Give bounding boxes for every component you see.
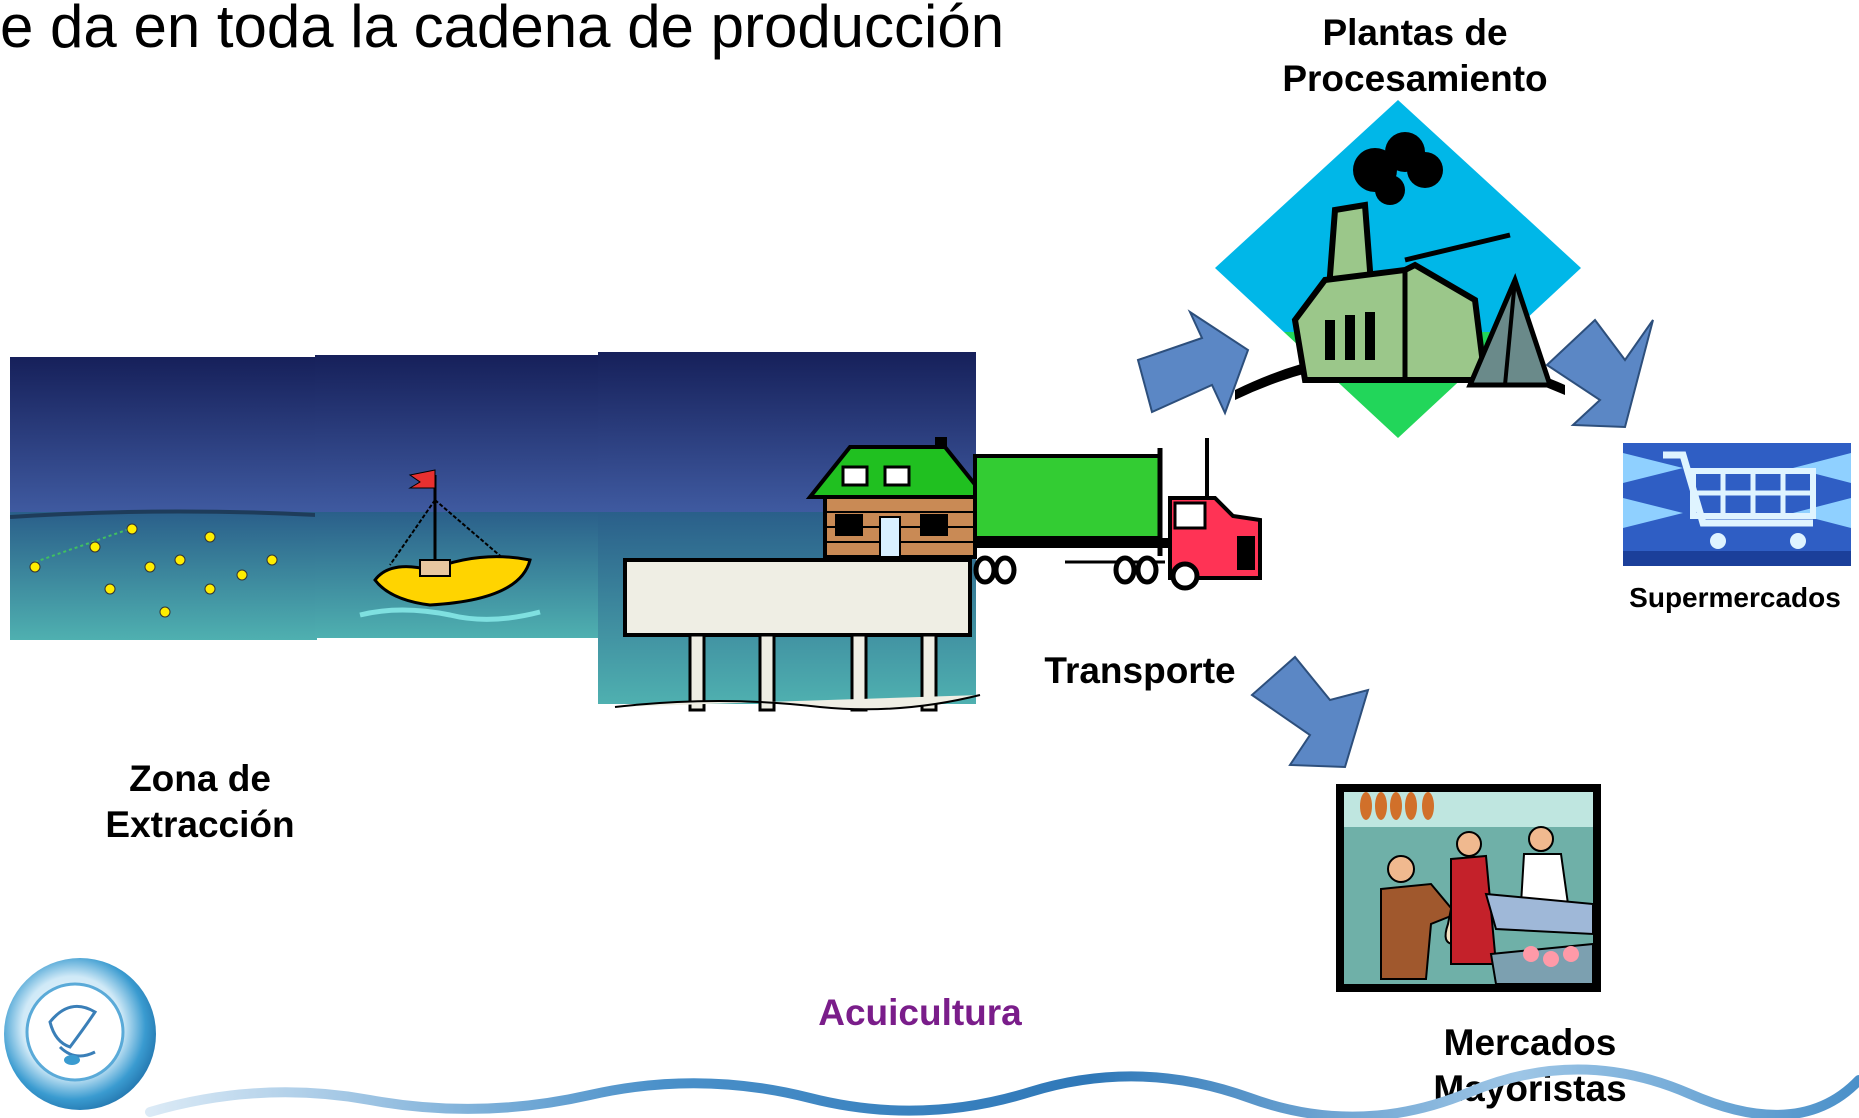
zona-label-line1: Zona de bbox=[129, 758, 271, 799]
sea-panel-boat bbox=[315, 355, 607, 638]
factory-icon bbox=[1215, 100, 1581, 438]
transporte-label: Transporte bbox=[1044, 650, 1236, 691]
wave-decoration bbox=[145, 1064, 1859, 1118]
arrow-to-market-icon bbox=[1250, 655, 1370, 769]
sailboat-icon bbox=[359, 469, 541, 622]
sea-panel-extraction bbox=[10, 357, 317, 640]
zona-label-line2: Extracción bbox=[105, 804, 295, 846]
mercados-label-line1: Mercados bbox=[1443, 1022, 1617, 1063]
arrow-to-plant-icon bbox=[1136, 309, 1250, 416]
slide-title: e da en toda la cadena de producción bbox=[0, 0, 1005, 60]
zona-extraccion-label: Zona de Extracción bbox=[60, 756, 340, 849]
plantas-label-line2: Procesamiento bbox=[1282, 58, 1548, 100]
pier-platform bbox=[614, 558, 981, 712]
arrow-to-supermarket-icon bbox=[1545, 318, 1654, 429]
plantas-label-line1: Plantas de bbox=[1322, 12, 1508, 53]
shopping-cart-icon bbox=[1623, 443, 1851, 566]
plantas-label: Plantas de Procesamiento bbox=[1255, 10, 1575, 103]
truck-icon bbox=[973, 438, 1262, 591]
fish-market-icon bbox=[1336, 784, 1601, 992]
supermercados-label: Supermercados bbox=[1629, 582, 1841, 613]
acuicultura-label: Acuicultura bbox=[818, 992, 1022, 1033]
pier-house-icon bbox=[805, 437, 990, 559]
fish-circle-logo bbox=[4, 958, 156, 1110]
